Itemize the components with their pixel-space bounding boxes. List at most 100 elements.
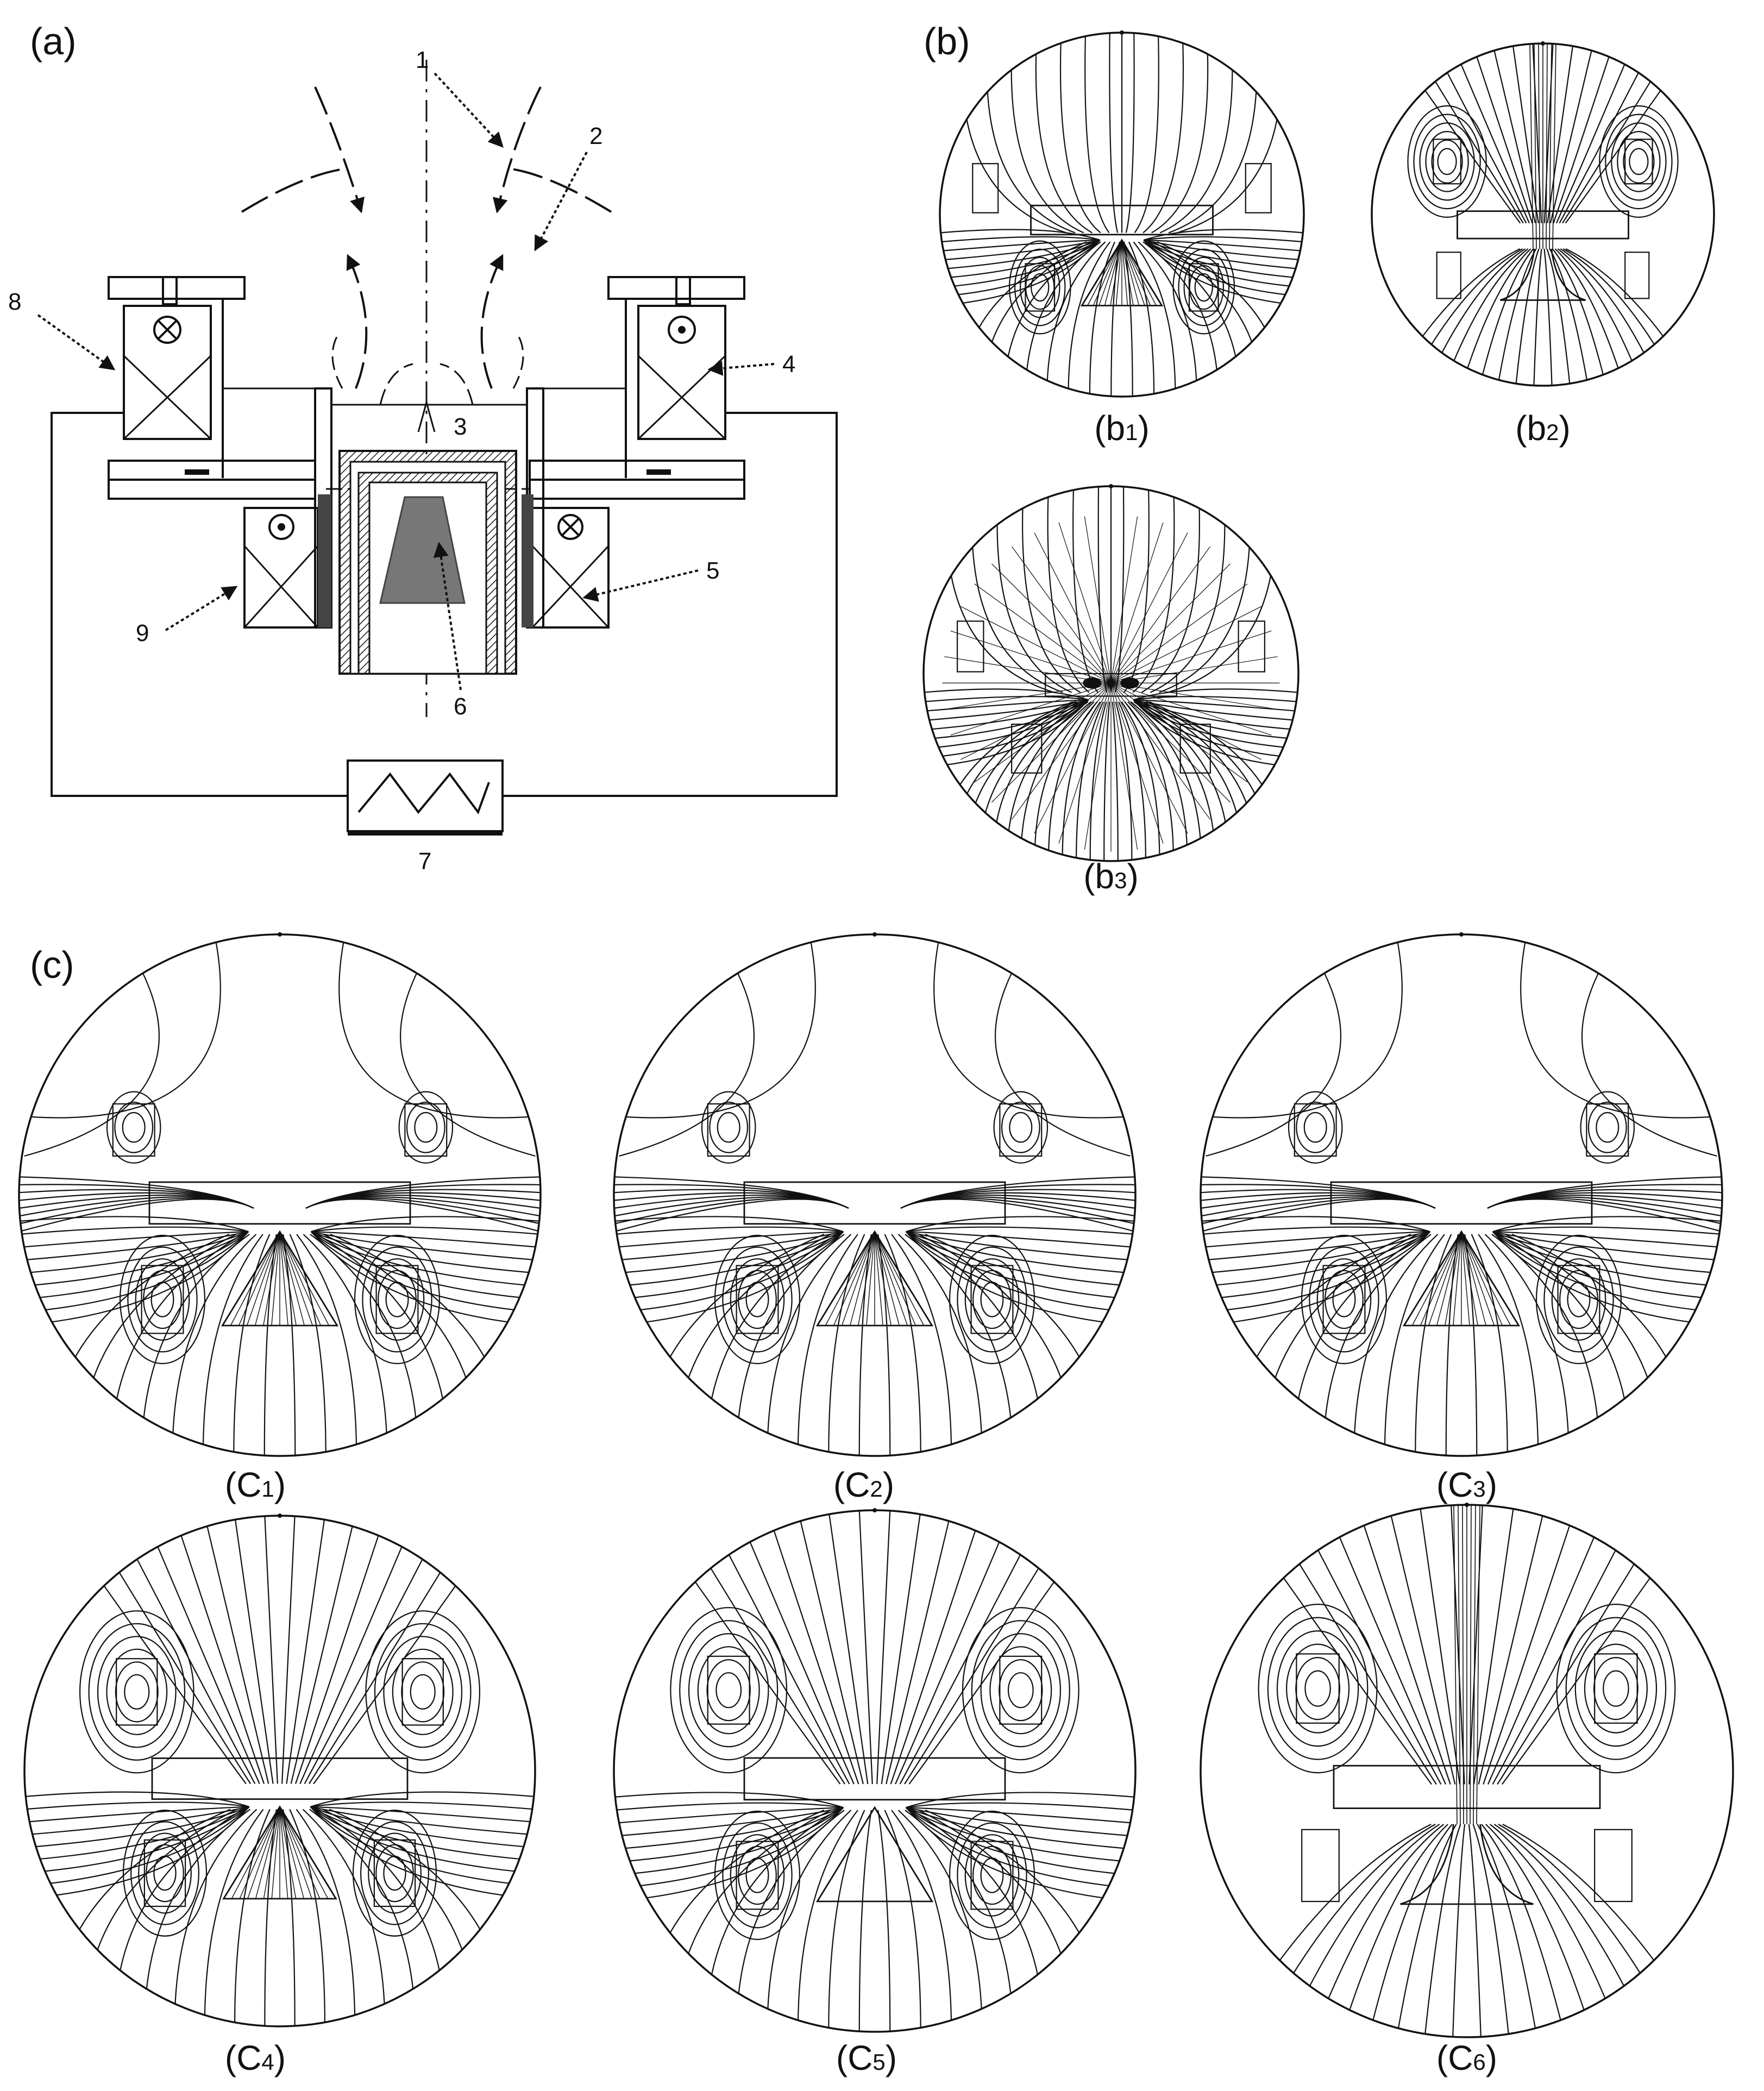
boundary-circle-c4 <box>23 1515 536 2027</box>
subpanel-label-sub: 3 <box>1473 1476 1485 1502</box>
subpanel-label-c1: (C1) <box>225 1465 286 1504</box>
subpanel-label-sub: 1 <box>261 1476 274 1502</box>
panel-b-field-simulations: (b) <box>924 20 970 62</box>
field-plot-c2 <box>613 932 1137 1457</box>
svg-text:8: 8 <box>8 288 21 315</box>
subpanel-label-main: (C <box>833 1465 870 1504</box>
callout-1: 1 <box>416 47 504 148</box>
upper-coil-right <box>637 305 726 440</box>
field-lines-b1 <box>940 33 1304 397</box>
flange-right <box>529 460 745 481</box>
subpanel-label-sub: 3 <box>1114 868 1127 893</box>
external-circuit <box>51 412 838 836</box>
subpanel-label-main: (C <box>836 2038 873 2077</box>
subpanel-label-sub: 6 <box>1473 2049 1485 2075</box>
callout-2: 2 <box>534 123 602 252</box>
field-lines-c2 <box>614 934 1135 1456</box>
subpanel-label-main: (C <box>225 2038 262 2077</box>
subpanel-label-c6: (C6) <box>1436 2038 1497 2077</box>
svg-text:2: 2 <box>589 123 602 149</box>
subpanel-label-close: ) <box>1138 409 1149 448</box>
subpanel-label-c4: (C4) <box>225 2038 286 2077</box>
callout-8: 8 <box>8 288 116 371</box>
callout-4: 4 <box>707 351 795 378</box>
power-supply-box <box>347 759 504 832</box>
subpanel-label-main: (C <box>1436 1465 1473 1504</box>
current-out-of-page-icon <box>268 514 294 540</box>
callout-9: 9 <box>136 586 238 646</box>
subpanel-label-sub: 1 <box>1125 419 1138 445</box>
target-holder <box>338 450 517 675</box>
callout-5: 5 <box>582 557 719 602</box>
callout-6: 6 <box>433 542 467 720</box>
subpanel-label-close: ) <box>274 2038 286 2077</box>
panel-a-label: (a) <box>30 20 77 62</box>
field-plot-b2 <box>1371 41 1715 387</box>
subpanel-label-close: ) <box>1486 2038 1497 2077</box>
circuit-wire-right <box>503 412 838 797</box>
subpanel-label-c5: (C5) <box>836 2038 897 2077</box>
subpanel-label-b2: (b2) <box>1515 409 1571 448</box>
subpanel-label-c3: (C3) <box>1436 1465 1497 1504</box>
subpanel-label-main: (C <box>1436 2038 1473 2077</box>
subpanel-label-main: (b <box>1083 857 1114 896</box>
panel-c-field-simulations: (c) <box>30 944 74 986</box>
subpanel-label-b3: (b3) <box>1083 857 1139 896</box>
subpanel-label-close: ) <box>1559 409 1570 448</box>
svg-text:1: 1 <box>416 47 429 73</box>
svg-text:4: 4 <box>782 351 795 378</box>
panel-a-apparatus-schematic: (a) <box>8 20 838 875</box>
current-into-page-icon <box>557 514 583 540</box>
field-lines-c4 <box>24 1516 535 2026</box>
field-plot-c4 <box>23 1514 536 2027</box>
field-lines-c6 <box>1228 1505 1706 2037</box>
field-lines-c1 <box>19 934 541 1456</box>
current-out-of-page-icon <box>668 316 696 344</box>
field-plot-c3 <box>1200 932 1723 1457</box>
subpanel-label-main: (C <box>225 1465 262 1504</box>
svg-text:5: 5 <box>706 557 719 584</box>
svg-text:6: 6 <box>454 693 467 720</box>
subpanel-label-sub: 4 <box>261 2049 274 2075</box>
upper-coil-left <box>123 305 212 440</box>
field-plot-b3 <box>922 484 1300 862</box>
field-plot-c5 <box>613 1508 1137 2033</box>
current-into-page-icon <box>153 316 181 344</box>
field-line-plots: (b1)(b2)(b3)(C1)(C2)(C3)(C4)(C5)(C6) <box>18 30 1734 2077</box>
field-lines-c5 <box>614 1510 1135 2032</box>
callout-3: 3 <box>454 413 467 440</box>
subpanel-label-close: ) <box>274 1465 286 1504</box>
field-plot-c1 <box>18 932 542 1457</box>
subpanel-label-close: ) <box>1486 1465 1497 1504</box>
panel-b-label: (b) <box>924 20 970 62</box>
plasma-flow-lines <box>241 86 612 432</box>
subpanel-label-main: (b <box>1515 409 1546 448</box>
subpanel-label-sub: 2 <box>1546 419 1559 445</box>
boundary-circle-c2 <box>613 933 1137 1457</box>
sawtooth-waveform-icon <box>357 772 490 815</box>
circuit-wire-left <box>51 412 348 797</box>
subpanel-label-b1: (b1) <box>1094 409 1150 448</box>
boundary-circle-c3 <box>1200 933 1723 1457</box>
subpanel-label-sub: 2 <box>870 1476 882 1502</box>
field-plot-b1 <box>939 30 1305 398</box>
subpanel-label-c2: (C2) <box>833 1465 894 1504</box>
svg-text:3: 3 <box>454 413 467 440</box>
boundary-circle-c5 <box>613 1509 1137 2033</box>
lower-coil-left <box>243 494 331 629</box>
callout-7: 7 <box>418 848 431 875</box>
field-lines-b3 <box>924 486 1298 861</box>
boundary-circle-c1 <box>18 933 542 1457</box>
svg-text:7: 7 <box>418 848 431 875</box>
field-plot-c6 <box>1200 1503 1734 2038</box>
svg-text:9: 9 <box>136 620 149 646</box>
flange-left <box>108 460 316 481</box>
panel-c-label: (c) <box>30 944 74 986</box>
subpanel-label-close: ) <box>1127 857 1138 896</box>
subpanel-label-sub: 5 <box>872 2049 885 2075</box>
subpanel-label-close: ) <box>886 2038 897 2077</box>
subpanel-label-close: ) <box>883 1465 894 1504</box>
lower-coil-right <box>522 494 610 629</box>
field-lines-c3 <box>1201 934 1722 1456</box>
